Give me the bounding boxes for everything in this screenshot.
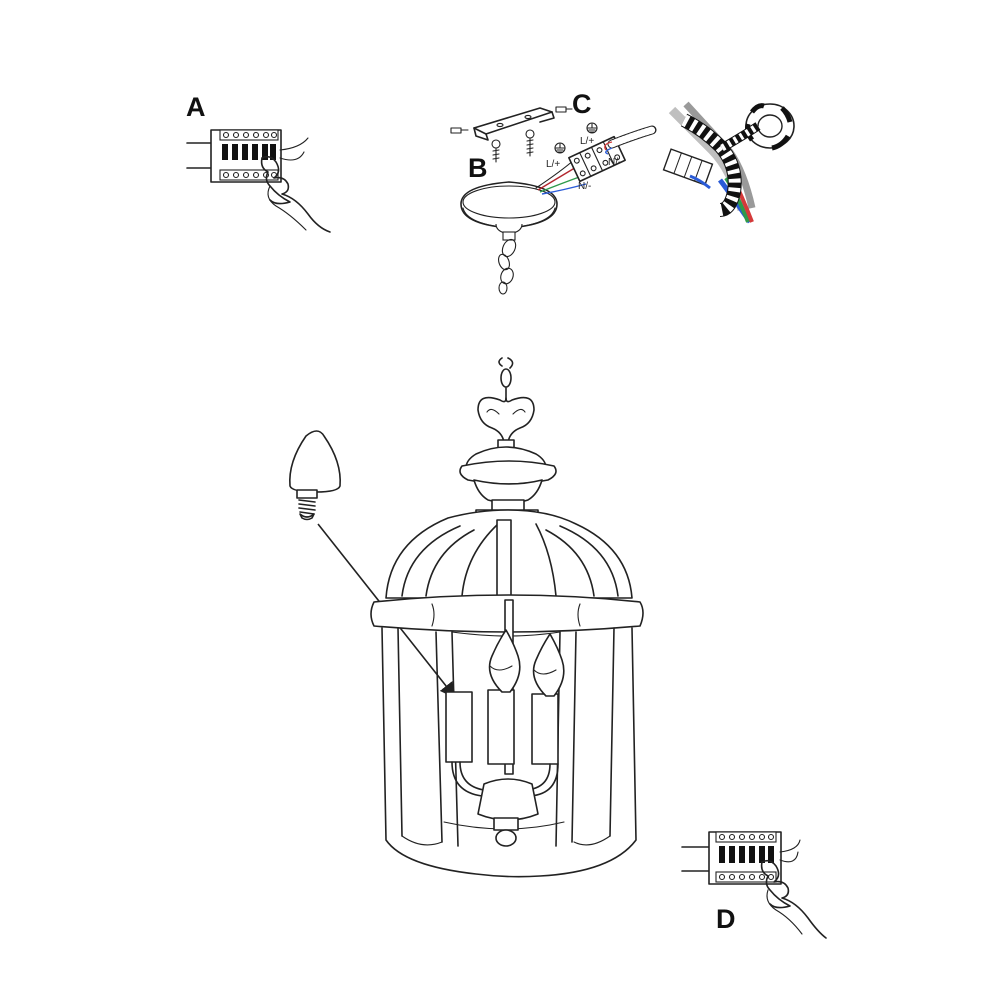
terminal-block-icon xyxy=(681,831,827,939)
neutral-label-upper: N/- xyxy=(608,157,621,168)
live-label-upper: L/+ xyxy=(580,136,594,147)
step-bc-panel: C B xyxy=(450,89,657,295)
lantern-pendant-icon xyxy=(370,357,644,878)
ceiling-mount-kit-icon: L/+ N/- L/+ N/- xyxy=(450,106,657,295)
terminal-block-icon xyxy=(186,129,331,233)
step-b-letter: B xyxy=(468,153,488,183)
step-d-panel: D xyxy=(681,831,827,939)
step-c-letter: C xyxy=(572,89,592,119)
step-d-letter: D xyxy=(716,904,736,934)
candle-bulb-icon xyxy=(289,430,341,521)
insulation-tape-icon xyxy=(662,101,795,224)
live-label-lower: L/+ xyxy=(546,159,560,170)
step-a-letter: A xyxy=(186,92,206,122)
neutral-label-lower: N/- xyxy=(578,181,591,192)
step-a-panel: A xyxy=(186,92,331,233)
